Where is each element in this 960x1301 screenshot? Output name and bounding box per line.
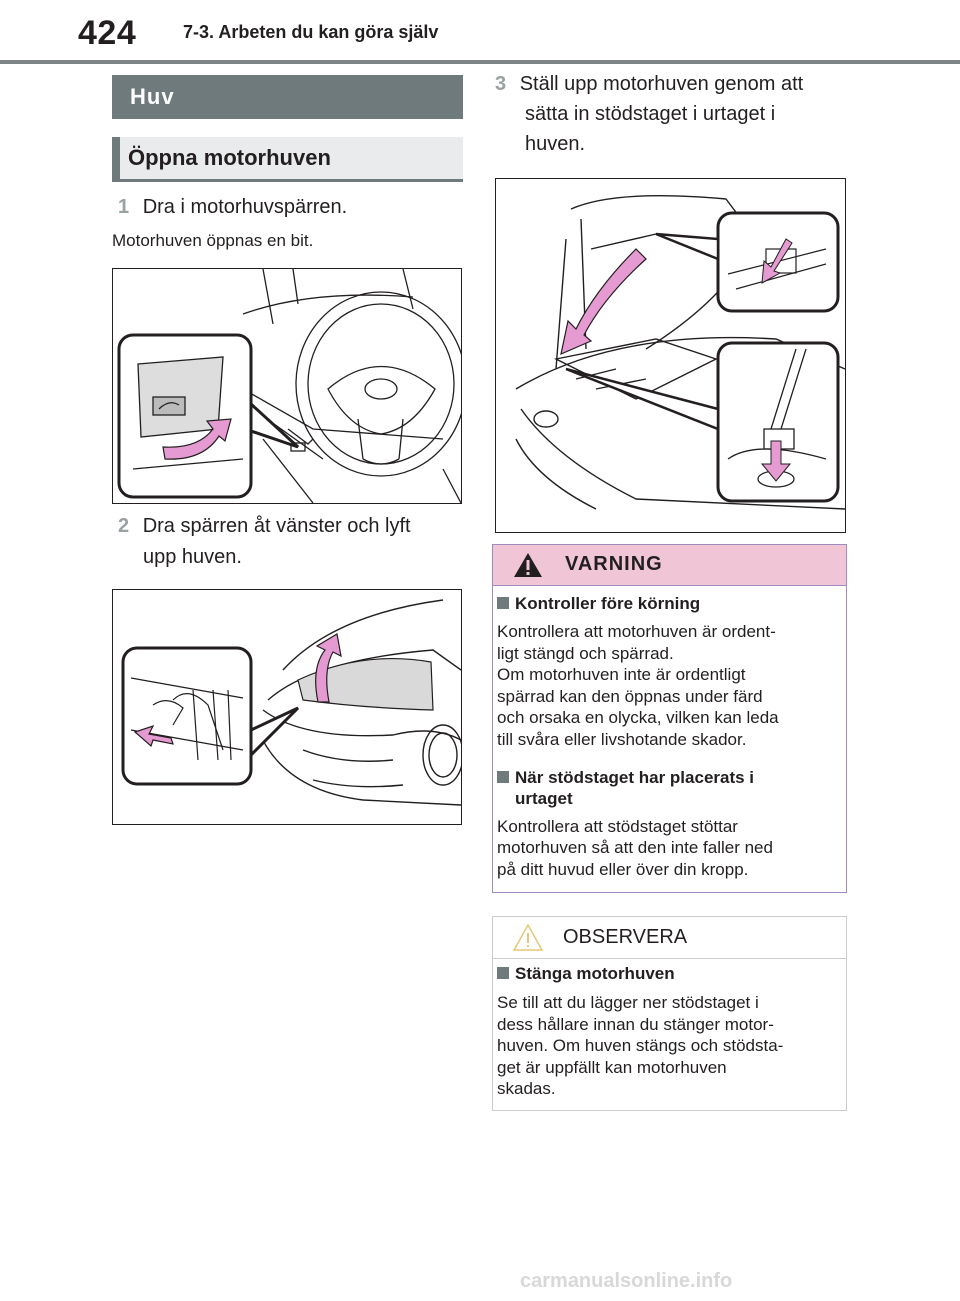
step-text-line-1: Dra spärren åt vänster och lyft: [142, 515, 411, 537]
subsection-rule: [112, 179, 463, 182]
step-number: 2: [118, 515, 130, 537]
warning-content: Kontroller före körning Kontrollera att …: [497, 593, 843, 880]
header-rule: [0, 60, 960, 64]
warning-triangle-icon: [514, 553, 542, 577]
text-line: Kontrollera att stödstaget stöttar: [497, 816, 738, 836]
warning-item-2-heading: När stödstaget har placerats i urtaget: [497, 767, 843, 809]
warning-item-2-heading-text: När stödstaget har placerats i: [515, 767, 755, 787]
notice-text: Se till att du lägger ner stödstaget i d…: [497, 992, 843, 1100]
section-bar: Huv: [112, 75, 463, 119]
chapter-title: 7-3. Arbeten du kan göra själv: [183, 22, 439, 42]
step-text-line-1: Ställ upp motorhuven genom att: [519, 73, 804, 95]
step-3-line-3: huven.: [525, 133, 586, 155]
bullet-square-icon: [497, 597, 509, 609]
figure-lift-hood: [112, 589, 464, 825]
text-line: Se till att du lägger ner stödstaget i: [497, 993, 759, 1012]
text-line: till svåra eller livshotande skador.: [497, 729, 747, 749]
step-2: 2 Dra spärren åt vänster och lyft: [118, 511, 411, 542]
warning-item-1-text: Kontrollera att motorhuven är ordent- li…: [497, 621, 843, 751]
figure-hood-release-lever: [112, 268, 467, 504]
bullet-square-icon: [497, 770, 509, 783]
text-line: motorhuven så att den inte faller ned: [497, 838, 773, 858]
warning-item-1-heading-text: Kontroller före körning: [515, 594, 701, 613]
notice-box: OBSERVERA Stänga motorhuven Se till att …: [492, 916, 847, 1111]
notice-header: OBSERVERA: [493, 917, 846, 959]
warning-title: VARNING: [565, 553, 663, 575]
text-line: ligt stängd och spärrad.: [497, 643, 674, 663]
text-line: skadas.: [497, 1079, 556, 1099]
text-line: och orsaka en olycka, vilken kan leda: [497, 708, 779, 728]
notice-heading-text: Stänga motorhuven: [515, 964, 675, 983]
section-title: Huv: [130, 84, 175, 109]
text-line: spärrad kan den öppnas under färd: [497, 686, 763, 706]
notice-heading: Stänga motorhuven: [497, 963, 843, 984]
caution-triangle-icon: [513, 924, 543, 951]
page-number: 424: [78, 14, 137, 52]
step-3: 3 Ställ upp motorhuven genom att: [495, 69, 803, 100]
bullet-square-icon: [497, 967, 509, 979]
notice-title: OBSERVERA: [563, 926, 688, 948]
text-line: Om motorhuven inte är ordentligt: [497, 665, 746, 685]
subsection-bar: Öppna motorhuven: [112, 137, 463, 181]
step-1: 1 Dra i motorhuvspärren.: [118, 192, 347, 223]
subsection-title: Öppna motorhuven: [128, 145, 331, 170]
step-text: Dra i motorhuvspärren.: [142, 196, 348, 218]
engine-bay-illustration: [515, 194, 846, 510]
text-line: huven. Om huven stängs och stödsta-: [497, 1036, 784, 1056]
warning-header: VARNING: [493, 545, 846, 586]
text-line: på ditt huvud eller över din kropp.: [497, 859, 749, 879]
notice-content: Stänga motorhuven Se till att du lägger …: [497, 963, 843, 1100]
step-3-line-2: sätta in stödstaget i urtaget i: [525, 103, 776, 125]
step-number: 3: [495, 73, 507, 95]
step-1-note: Motorhuven öppnas en bit.: [112, 231, 314, 250]
text-line: dess hållare innan du stänger motor-: [497, 1014, 774, 1034]
warning-item-1-heading: Kontroller före körning: [497, 593, 843, 614]
step-number: 1: [118, 196, 130, 218]
dashboard-illustration: [117, 268, 467, 504]
text-line: Kontrollera att motorhuven är ordent-: [497, 622, 776, 641]
warning-item-2-heading-line-2: urtaget: [515, 788, 573, 808]
warning-item-2-text: Kontrollera att stödstaget stöttar motor…: [497, 816, 843, 881]
figure-support-rod: [495, 178, 846, 533]
text-line: get är uppfällt kan motorhuven: [497, 1057, 727, 1077]
watermark: carmanualsonline.info: [520, 1270, 733, 1292]
step-2-line-2: upp huven.: [143, 546, 242, 568]
warning-box: VARNING Kontroller före körning Kontroll…: [492, 544, 847, 893]
car-front-illustration: [121, 599, 464, 806]
